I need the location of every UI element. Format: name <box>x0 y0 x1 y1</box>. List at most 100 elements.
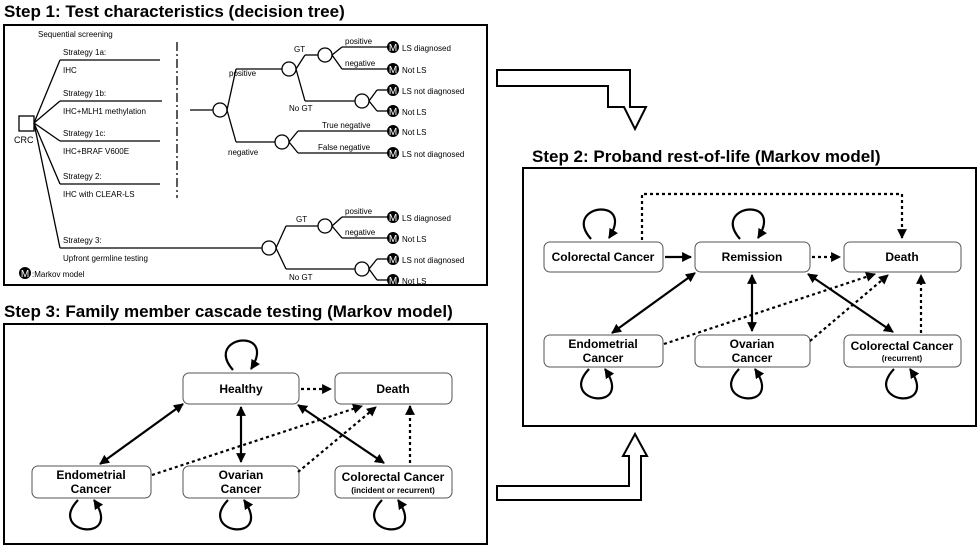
step2-node-colorectal: Colorectal Cancer <box>543 241 664 273</box>
gt-chance-node <box>317 47 333 63</box>
positive-decision-node <box>281 61 297 77</box>
step2-arrow-crc-death <box>640 192 907 240</box>
step1-title: Step 1: Test characteristics (decision t… <box>4 2 345 21</box>
true-negative-label: True negative <box>322 121 371 130</box>
strategy-1c-desc: IHC+BRAF V600E <box>63 147 129 156</box>
svg-text:M: M <box>389 213 397 224</box>
markov-node: M <box>387 232 399 245</box>
step3-self-loop <box>373 499 408 531</box>
test-chance-node <box>212 102 228 118</box>
outcome-not-ls: Not LS <box>402 108 426 117</box>
outcome-not-ls: Not LS <box>402 235 426 244</box>
svg-text:Colorectal Cancer: Colorectal Cancer <box>552 250 655 264</box>
outcome-not-ls: Not LS <box>402 128 426 137</box>
leaf-negative-label: negative <box>345 228 376 237</box>
svg-text:Remission: Remission <box>722 250 783 264</box>
gt-label: GT <box>296 215 307 224</box>
false-negative-label: False negative <box>318 143 371 152</box>
no-gt-chance-node <box>354 93 370 109</box>
step2-self-loop <box>580 368 615 400</box>
crc-label: CRC <box>14 135 34 145</box>
markov-node: M <box>387 274 399 287</box>
step1-to-step2-arrow <box>496 69 648 132</box>
negative-chance-node <box>274 134 290 150</box>
strategy-1a-desc: IHC <box>63 66 77 75</box>
step3-arrow-healthy-endometrial <box>99 403 184 465</box>
strategy-1b-name: Strategy 1b: <box>63 89 106 98</box>
step2-self-loop <box>731 208 767 240</box>
leaf-positive-label: positive <box>345 37 373 46</box>
step2-self-loop <box>885 368 920 400</box>
svg-text:Endometrial: Endometrial <box>568 337 637 351</box>
sequential-label: Sequential screening <box>38 30 113 39</box>
upfront-decision-node <box>261 240 277 256</box>
step2-arrow-ovarian-death <box>809 274 889 342</box>
outcome-ls-not-diagnosed: LS not diagnosed <box>402 87 464 96</box>
svg-text:M: M <box>389 255 397 266</box>
leaf-positive-label: positive <box>345 207 373 216</box>
strategy-3-desc: Upfront germline testing <box>63 254 148 263</box>
svg-text:M: M <box>389 86 397 97</box>
markov-node: M <box>387 41 399 54</box>
step1-frame <box>3 24 488 286</box>
markov-node: M <box>387 105 399 118</box>
step2-node-endometrial: Endometrial Cancer <box>543 334 664 368</box>
branch-positive-label: positive <box>229 69 257 78</box>
markov-legend-label: :Markov model <box>32 270 85 279</box>
svg-text:M: M <box>389 43 397 54</box>
step3-self-loop <box>224 339 260 371</box>
upfront-gt-chance-node <box>317 218 333 234</box>
step2-node-death: Death <box>843 241 962 273</box>
svg-text:M: M <box>389 65 397 76</box>
svg-text:Death: Death <box>376 382 409 396</box>
outcome-ls-diagnosed: LS diagnosed <box>402 44 451 53</box>
svg-text:Death: Death <box>885 250 918 264</box>
svg-text:M: M <box>389 234 397 245</box>
step2-arrow-endometrial-death <box>663 272 876 346</box>
markov-node: M <box>387 63 399 76</box>
step2-arrow-remission-endometrial <box>611 272 696 334</box>
step3-to-step2-arrow <box>496 431 649 501</box>
svg-text:Endometrial: Endometrial <box>56 468 125 482</box>
step2-title: Step 2: Proband rest-of-life (Markov mod… <box>532 147 881 166</box>
leaf-negative-label: negative <box>345 59 376 68</box>
step3-arrow-endometrial-death <box>151 404 363 477</box>
svg-text:Healthy: Healthy <box>219 382 263 396</box>
upfront-tree <box>261 216 389 281</box>
step3-node-healthy: Healthy <box>182 372 300 405</box>
outcome-not-ls: Not LS <box>402 66 426 75</box>
strategy-2-desc: IHC with CLEAR-LS <box>63 190 135 199</box>
strategy-3-name: Strategy 3: <box>63 236 102 245</box>
step2-frame <box>522 167 977 427</box>
svg-text:Cancer: Cancer <box>71 482 112 496</box>
markov-node: M <box>387 84 399 97</box>
markov-node: M <box>387 125 399 138</box>
svg-text:M: M <box>21 269 29 280</box>
strategy-branches <box>33 59 262 249</box>
outcome-ls-not-diagnosed: LS not diagnosed <box>402 256 464 265</box>
svg-text:M: M <box>389 276 397 287</box>
step2-node-remission: Remission <box>694 241 811 273</box>
no-gt-label: No GT <box>289 273 313 282</box>
svg-text:M: M <box>389 149 397 160</box>
sequential-tree <box>190 46 389 154</box>
markov-node: M <box>387 253 399 266</box>
step2-node-ovarian: Ovarian Cancer <box>694 334 811 368</box>
step3-node-death: Death <box>334 372 453 405</box>
step3-arrow-ovarian-death <box>297 406 377 473</box>
outcome-not-ls: Not LS <box>402 277 426 286</box>
step2-self-loop <box>582 208 618 240</box>
step3-self-loop <box>219 499 254 531</box>
step2-self-loop <box>730 368 765 400</box>
branch-negative-label: negative <box>228 148 259 157</box>
step3-title: Step 3: Family member cascade testing (M… <box>4 302 453 321</box>
svg-text:M: M <box>389 107 397 118</box>
svg-text:Ovarian: Ovarian <box>219 468 264 482</box>
strategy-1a-name: Strategy 1a: <box>63 48 106 57</box>
outcome-ls-diagnosed: LS diagnosed <box>402 214 451 223</box>
svg-text:Cancer: Cancer <box>732 351 773 365</box>
svg-text:Cancer: Cancer <box>583 351 624 365</box>
crc-decision-node <box>18 115 35 132</box>
markov-node: M <box>387 211 399 224</box>
